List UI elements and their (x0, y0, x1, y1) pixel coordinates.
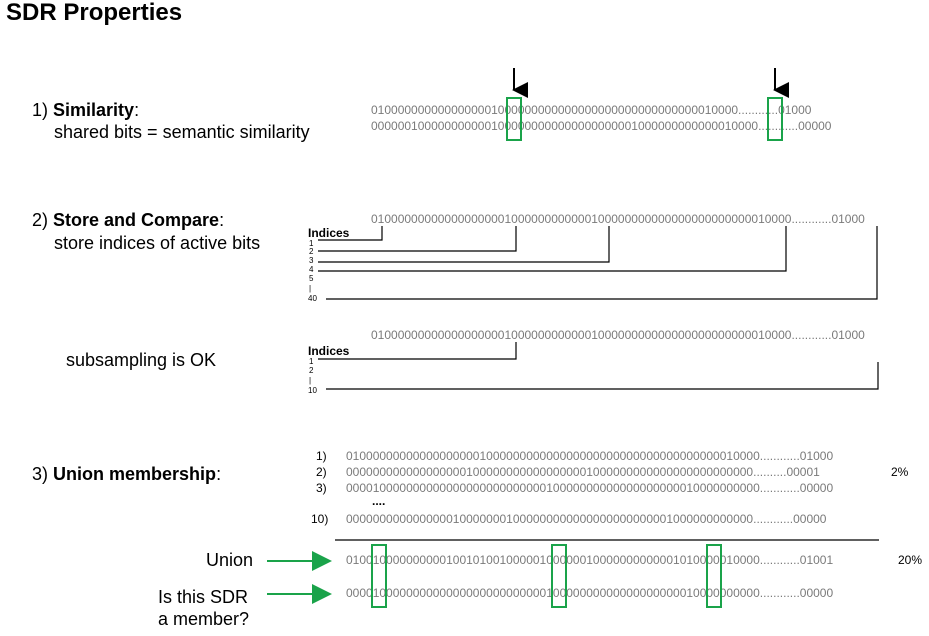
subsample-index-lines (318, 342, 879, 390)
similarity-colon: : (134, 100, 140, 120)
store-indices-label: Indices (308, 226, 350, 240)
similarity-description: shared bits = semantic similarity (54, 122, 310, 142)
store-index-5: 5 (309, 274, 314, 283)
union-label: Union (206, 550, 254, 570)
page-title: SDR Properties (6, 0, 183, 26)
subsample-index-1: 1 (309, 357, 314, 366)
subsample-indices-label: Indices (308, 344, 350, 358)
union-row-1-bits: 0100000000000000000010000000000000000000… (346, 449, 834, 463)
store-name: Store and Compare (53, 210, 220, 230)
member-bits: 0000100000000000000000000000001000000000… (346, 586, 834, 600)
union-name: Union membership (53, 464, 217, 484)
similarity-heading: 1) Similarity: (32, 100, 139, 121)
union-row-2-number: 2) (316, 465, 327, 479)
union-row-3-number: 3) (316, 481, 327, 495)
union-bits: 0100100000000001001010010000010000001000… (346, 553, 834, 567)
subsample-description: subsampling is OK (66, 350, 217, 370)
subsample-index-ellipsis: | (309, 376, 312, 385)
union-heading: 3) Union membership: (32, 464, 221, 485)
subsample-index-2: 2 (309, 366, 314, 375)
store-number: 2) (32, 210, 49, 230)
union-highlight-1 (371, 544, 387, 608)
union-colon: : (216, 464, 222, 484)
store-colon: : (219, 210, 225, 230)
union-percent: 20% (898, 553, 923, 567)
subsample-bits-row: 0100000000000000000010000000000001000000… (371, 328, 865, 342)
member-question-line-1: Is this SDR (158, 587, 249, 607)
store-description: store indices of active bits (54, 233, 261, 253)
store-index-4: 4 (309, 265, 314, 274)
store-index-lines (318, 226, 878, 300)
similarity-highlight-1 (506, 97, 522, 141)
similarity-highlight-2 (767, 97, 783, 141)
similarity-bits-row-1: 0100000000000000001000000000000000000000… (371, 103, 812, 117)
union-number: 3) (32, 464, 49, 484)
store-index-2: 2 (309, 247, 314, 256)
union-highlight-3 (706, 544, 722, 608)
union-row-2-percent: 2% (891, 465, 909, 479)
subsample-index-10: 10 (308, 386, 317, 395)
store-heading: 2) Store and Compare: (32, 210, 224, 231)
union-row-10-number: 10) (311, 512, 329, 526)
store-index-3: 3 (309, 256, 314, 265)
union-row-2-bits: 0000000000000000001000000000000000001000… (346, 465, 820, 479)
similarity-bits-row-2: 0000001000000000001000000000000000000001… (371, 119, 832, 133)
union-highlight-2 (551, 544, 567, 608)
store-index-1: 1 (309, 239, 314, 248)
store-bits-row: 0100000000000000000010000000000001000000… (371, 212, 865, 226)
union-ellipsis: .... (372, 494, 386, 508)
similarity-name: Similarity (53, 100, 135, 120)
member-question-line-2: a member? (158, 609, 250, 629)
union-row-3-bits: 0000100000000000000000000000001000000000… (346, 481, 834, 495)
union-row-10-bits: 0000000000000000100000001000000000000000… (346, 512, 827, 526)
union-row-1-number: 1) (316, 449, 327, 463)
store-index-ellipsis: | (309, 284, 312, 293)
similarity-number: 1) (32, 100, 49, 120)
store-index-40: 40 (308, 294, 317, 303)
